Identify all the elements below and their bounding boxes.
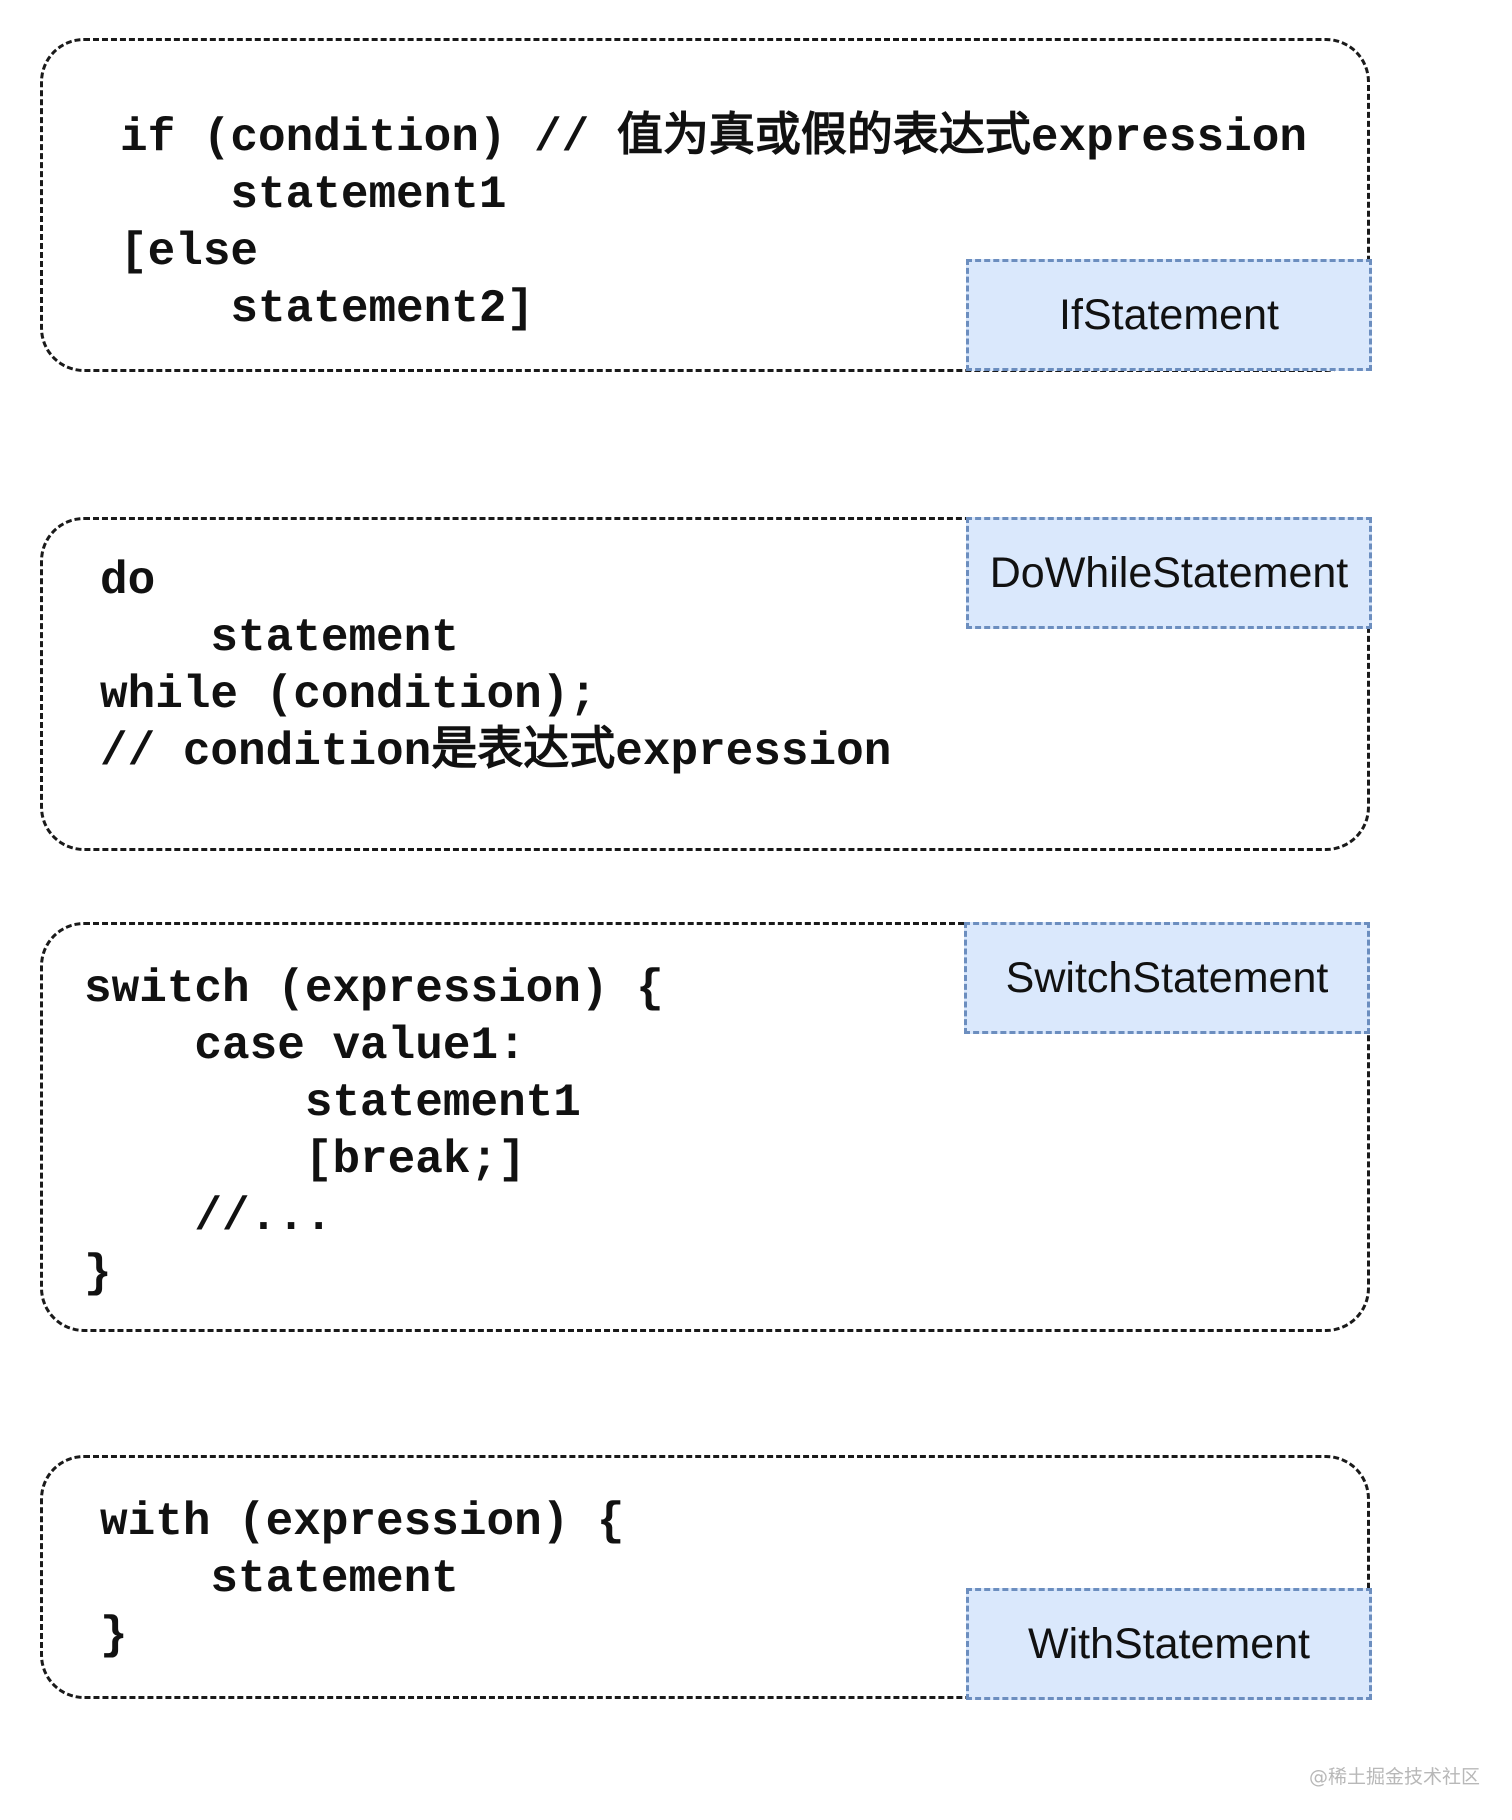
code-line: }	[84, 1248, 112, 1300]
code-line: //...	[84, 1191, 333, 1243]
code-line: [else	[120, 226, 259, 278]
code-line: statement	[100, 1553, 459, 1605]
code-line: while (condition);	[100, 669, 597, 721]
with-statement-panel	[40, 1455, 1370, 1699]
switch-statement-tag: SwitchStatement	[964, 922, 1370, 1034]
switch-statement-code: switch (expression) { case value1: state…	[84, 961, 664, 1303]
watermark: @稀土掘金技术社区	[1308, 1766, 1480, 1788]
code-line: // condition是表达式expression	[100, 726, 892, 778]
if-statement-tag: IfStatement	[966, 259, 1372, 371]
code-line: with (expression) {	[100, 1496, 625, 1548]
with-statement-tag: WithStatement	[966, 1588, 1372, 1700]
switch-statement-panel	[40, 922, 1370, 1332]
code-line: statement1	[84, 1077, 581, 1129]
if-statement-panel	[40, 38, 1370, 372]
do-while-statement-tag: DoWhileStatement	[966, 517, 1372, 629]
code-line: case value1:	[84, 1020, 526, 1072]
code-line: switch (expression) {	[84, 963, 664, 1015]
code-line: [break;]	[84, 1134, 526, 1186]
do-while-statement-panel	[40, 517, 1370, 851]
code-line: }	[100, 1610, 128, 1662]
code-line: statement	[100, 612, 459, 664]
if-statement-code: if (condition) // 值为真或假的表达式expression st…	[120, 110, 1307, 338]
with-statement-code: with (expression) { statement}	[100, 1494, 625, 1665]
code-line: if (condition) // 值为真或假的表达式expression	[120, 112, 1307, 164]
code-line: statement2]	[120, 283, 535, 335]
code-line: statement1	[120, 169, 507, 221]
code-line: do	[100, 555, 156, 607]
